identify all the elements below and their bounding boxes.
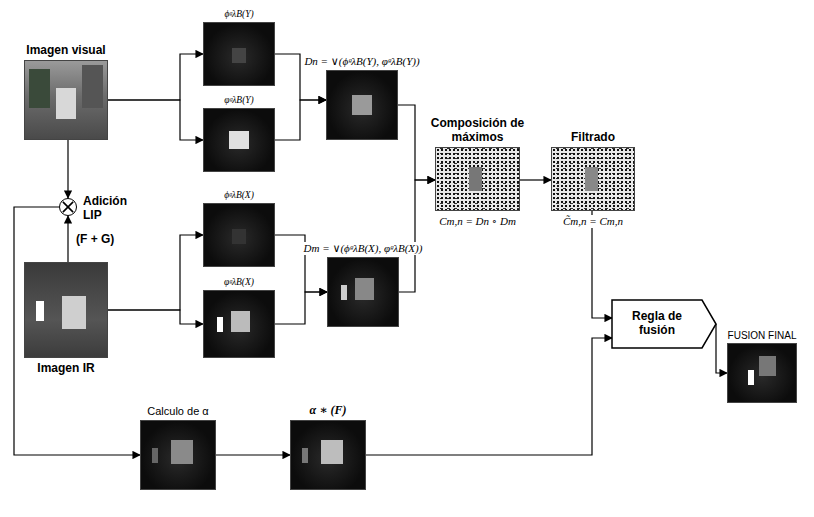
flow-arrow	[14, 207, 140, 455]
image-caption: Filtrado	[570, 131, 616, 145]
image-caption: α ∗ (F)	[309, 404, 348, 418]
flow-arrow	[520, 179, 551, 180]
image-detail	[469, 167, 482, 192]
flow-arrow	[108, 54, 203, 100]
image-caption: Dm = ∨(ϕᵍλB(X), φᵍλB(X))	[303, 242, 424, 255]
image-detail	[232, 48, 246, 64]
image-caption: ϕᵍλB(Y)	[223, 9, 254, 20]
closing-image: φᵍλB(X)	[203, 290, 275, 358]
image-caption: C̃m,n = Cm,n	[562, 215, 624, 228]
image-caption: Calculo de α	[146, 405, 209, 418]
flow-arrow	[275, 292, 327, 324]
flow-arrow	[108, 100, 203, 140]
image-detail	[229, 131, 249, 150]
fused-image: FUSION FINAL	[727, 343, 797, 403]
fusion-rule-box: Regla de fusión	[612, 300, 716, 348]
formula-label: (F + G)	[76, 233, 114, 247]
image-detail	[759, 356, 776, 376]
image-caption: Composición de máximos	[421, 117, 535, 145]
image-caption: φᵍλB(Y)	[223, 95, 255, 106]
image-detail	[62, 296, 87, 329]
infrared-image: Imagen IR	[24, 262, 108, 358]
image-caption: ϕᵍλB(X)	[223, 190, 255, 201]
flow-arrow	[67, 216, 68, 262]
image-caption: Cm,n = Dn ∘ Dm	[438, 215, 517, 228]
lip-addition-symbol: Adición LIP	[59, 198, 77, 216]
max-image: Dn = ∨(ϕᵍλB(Y), φᵍλB(Y))	[326, 70, 398, 140]
image-detail	[217, 317, 223, 332]
image-caption: FUSION FINAL	[727, 330, 798, 342]
image-detail	[352, 95, 372, 115]
opening-image: ϕᵍλB(Y)	[203, 22, 275, 86]
weighted-image: α ∗ (F)	[290, 420, 366, 490]
image-detail	[36, 301, 43, 322]
flow-arrow	[67, 140, 68, 198]
image-caption: Imagen visual	[25, 44, 106, 58]
pentagon-shape	[612, 300, 716, 348]
image-detail	[56, 88, 76, 119]
image-detail	[232, 229, 246, 245]
image-caption: Imagen IR	[36, 362, 95, 376]
max-image: Dm = ∨(ϕᵍλB(X), φᵍλB(X))	[327, 257, 399, 327]
image-detail	[355, 278, 375, 300]
flow-arrow	[275, 100, 326, 140]
flow-arrow	[216, 454, 290, 455]
composition-image: Composición de máximosCm,n = Dn ∘ Dm	[435, 147, 520, 211]
flow-arrow	[108, 310, 203, 324]
flow-arrow	[399, 180, 435, 292]
image-detail	[152, 448, 158, 463]
cross-symbol	[60, 199, 76, 215]
visual-image: Imagen visual	[24, 60, 108, 140]
image-detail	[321, 440, 343, 464]
box-label: Regla de fusión	[620, 310, 694, 338]
image-detail	[302, 448, 308, 463]
image-caption: φᵍλB(X)	[223, 277, 255, 288]
image-detail	[231, 311, 251, 332]
image-detail	[82, 65, 103, 108]
alpha-image: Calculo de α	[140, 420, 216, 490]
flow-arrow	[108, 235, 203, 310]
image-detail	[171, 440, 193, 464]
closing-image: φᵍλB(Y)	[203, 108, 275, 172]
image-caption: Dn = ∨(ϕᵍλB(Y), φᵍλB(Y))	[303, 55, 420, 68]
flow-arrow	[716, 324, 727, 373]
image-detail	[585, 167, 598, 192]
filtered-image: FiltradoC̃m,n = Cm,n	[551, 147, 635, 211]
flow-arrow	[366, 338, 612, 455]
image-caption: Adición LIP	[82, 195, 128, 223]
image-detail	[341, 285, 347, 300]
opening-image: ϕᵍλB(X)	[203, 203, 275, 267]
image-detail	[29, 69, 50, 108]
image-detail	[748, 370, 753, 385]
